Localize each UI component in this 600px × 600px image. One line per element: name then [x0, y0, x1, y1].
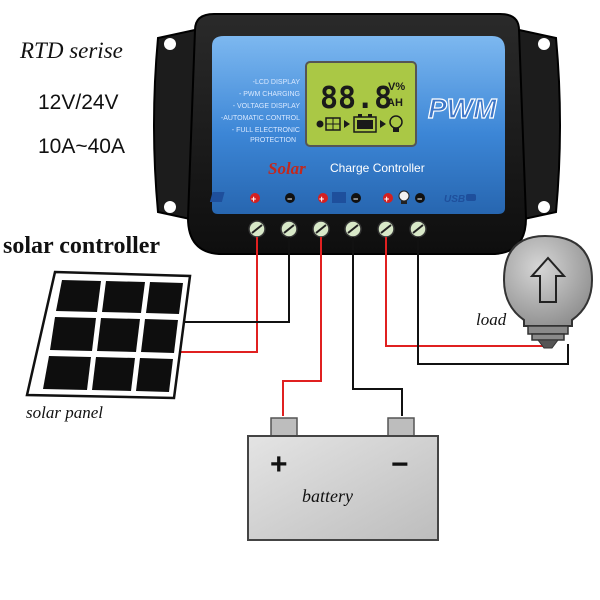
solar-positive-wire: [166, 237, 258, 353]
battery-indicator-icon: [332, 192, 346, 203]
usb-label: USB: [444, 194, 465, 205]
series-label: RTD serise: [20, 38, 123, 63]
solar-cell: [141, 319, 178, 353]
load-label: load: [476, 310, 507, 329]
voltage-label: 12V/24V: [38, 91, 119, 114]
battery: + −: [247, 417, 439, 541]
terminal-screw: [280, 220, 298, 238]
controller-label: solar controller: [3, 233, 161, 259]
feature-item: -LCD DISPLAY: [253, 79, 301, 86]
load-positive-wire: [385, 237, 552, 347]
battery-positive-wire: [282, 237, 322, 416]
brand-logo: PWM: [428, 93, 497, 124]
solar-negative-wire: [176, 237, 290, 323]
lcd-display: 88.8 V% AH: [305, 61, 417, 147]
feature-item: - PWM CHARGING: [239, 91, 300, 98]
charge-controller: -LCD DISPLAY - PWM CHARGING - VOLTAGE DI…: [153, 13, 561, 255]
solar-cell: [146, 282, 183, 314]
lcd-battery-icon: [353, 114, 377, 133]
lcd-unit-top: V%: [388, 81, 405, 93]
solar-cell: [102, 281, 145, 313]
lcd-sun-panel-icon: [316, 117, 341, 131]
wires: [166, 237, 569, 416]
feature-item: - VOLTAGE DISPLAY: [233, 103, 301, 110]
svg-text:−: −: [353, 194, 358, 204]
solar-cell: [136, 358, 173, 392]
svg-text:+: +: [384, 194, 389, 204]
terminal-screw: [409, 220, 427, 238]
lcd-unit-bottom: AH: [387, 97, 403, 109]
lcd-lamp-icon: [389, 115, 403, 132]
solar-panel-label: solar panel: [26, 403, 103, 422]
lcd-value: 88.8: [320, 81, 392, 116]
feature-item: -AUTOMATIC CONTROL: [221, 115, 300, 122]
pv-indicator-icon: [209, 192, 225, 202]
solar-panel: [25, 270, 192, 400]
svg-text:+: +: [319, 194, 324, 204]
svg-text:−: −: [287, 194, 292, 204]
feature-list: -LCD DISPLAY - PWM CHARGING - VOLTAGE DI…: [221, 79, 300, 144]
light-bulb-icon: [502, 234, 594, 349]
terminal-screw: [248, 220, 266, 238]
terminal-block: [248, 220, 427, 238]
battery-label: battery: [302, 486, 353, 506]
feature-item: PROTECTION: [250, 137, 296, 144]
svg-text:+: +: [251, 194, 256, 204]
svg-text:−: −: [417, 194, 422, 204]
current-label: 10A~40A: [38, 135, 125, 158]
terminal-screw: [312, 220, 330, 238]
solar-cell: [56, 280, 101, 312]
terminal-screw: [344, 220, 362, 238]
polarity-row: + − + − + −: [209, 190, 425, 204]
load-negative-wire: [417, 237, 569, 365]
solar-cell: [50, 317, 96, 351]
solar-cell: [97, 318, 140, 352]
solar-cell: [92, 357, 135, 391]
feature-item: - FULL ELECTRONIC: [232, 127, 300, 134]
battery-plus-sign: +: [270, 448, 288, 481]
terminal-screw: [377, 220, 395, 238]
usb-port-icon: [466, 194, 476, 201]
controller-title: Charge Controller: [330, 161, 425, 175]
battery-negative-terminal: [387, 417, 415, 437]
solar-cell: [43, 356, 91, 390]
battery-negative-wire: [352, 237, 403, 416]
lcd-arrow-icon: [380, 120, 386, 128]
solar-word: Solar: [268, 159, 306, 178]
lcd-arrow-icon: [344, 120, 350, 128]
battery-minus-sign: −: [391, 448, 409, 481]
load-indicator-icon: [398, 190, 410, 204]
battery-positive-terminal: [270, 417, 298, 437]
